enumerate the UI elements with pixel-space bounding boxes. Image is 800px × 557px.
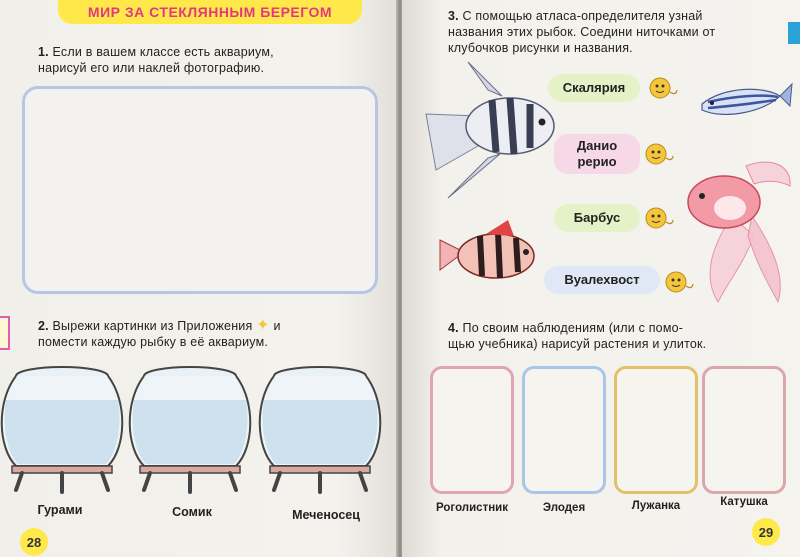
- aquarium-2-icon: [128, 366, 252, 494]
- danio-image[interactable]: [684, 66, 794, 134]
- task-2-text: 2. Вырежи картинки из Приложения ✦ и пом…: [38, 318, 281, 350]
- plant-box-lujanka[interactable]: [614, 366, 698, 494]
- right-page: 3. С помощью атласа-определителя узнай н…: [402, 0, 800, 557]
- plant-box-hornwort[interactable]: [430, 366, 514, 494]
- aquarium-label-gourami: Гурами: [37, 503, 83, 517]
- fish-name-danio-line2: рерио: [577, 154, 617, 169]
- task-3-line3: клубочков рисунки и названия.: [448, 41, 633, 55]
- fish-name-danio-line1: Данио: [576, 138, 618, 153]
- aquarium-2[interactable]: [128, 362, 252, 498]
- plant-label-elodea: Элодея: [542, 502, 586, 514]
- fish-name-barbus[interactable]: Барбус: [554, 204, 640, 232]
- aquarium-1[interactable]: [0, 362, 124, 498]
- plant-label-snail: Катушка: [720, 496, 768, 508]
- task-1-line1: Если в вашем классе есть аквариум,: [52, 45, 274, 59]
- aquarium-label-catfish: Сомик: [172, 505, 212, 519]
- left-page: МИР ЗА СТЕКЛЯННЫМ БЕРЕГОМ 1. Если в ваше…: [0, 0, 398, 557]
- snail-yarn-icon-3[interactable]: [644, 206, 674, 230]
- task-3-text: 3. С помощью атласа-определителя узнай н…: [448, 8, 788, 56]
- plant-box-snail[interactable]: [702, 366, 786, 494]
- plant-box-elodea[interactable]: [522, 366, 606, 494]
- snail-yarn-icon-4[interactable]: [664, 270, 694, 294]
- snail-yarn-icon-2[interactable]: [644, 142, 674, 166]
- task-1-text: 1. Если в вашем классе есть аквариум, на…: [38, 44, 274, 76]
- angelfish-image[interactable]: [418, 60, 558, 200]
- veiltail-image[interactable]: [682, 156, 794, 306]
- task-2-line2: помести каждую рыбку в её аквариум.: [38, 335, 269, 349]
- task-1-number: 1.: [38, 45, 49, 59]
- aquarium-label-swordtail: Меченосец: [292, 508, 360, 522]
- task-4-text: 4. По своим наблюдениям (или с помо- щью…: [448, 320, 788, 352]
- task-3-line2: названия этих рыбок. Соедини ниточками о…: [448, 25, 716, 39]
- snail-yarn-icon-1[interactable]: [648, 76, 678, 100]
- task-4-number: 4.: [448, 321, 459, 335]
- task-2-line1: Вырежи картинки из Приложения: [52, 319, 253, 333]
- corner-bookmark: [788, 22, 800, 44]
- aquarium-1-icon: [0, 366, 124, 494]
- fish-name-danio[interactable]: Данио рерио: [554, 134, 640, 174]
- task-4-line2: щью учебника) нарисуй растения и улиток.: [448, 337, 707, 351]
- task-2-number: 2.: [38, 319, 49, 333]
- aquarium-3-icon: [258, 366, 382, 494]
- chapter-title: МИР ЗА СТЕКЛЯННЫМ БЕРЕГОМ: [58, 0, 362, 24]
- barbus-image[interactable]: [436, 218, 546, 288]
- page-number-left: 28: [20, 528, 48, 556]
- plant-label-lujanka: Лужанка: [631, 500, 681, 512]
- fish-name-scalaria[interactable]: Скалярия: [548, 74, 640, 102]
- task-4-line1: По своим наблюдениям (или с помо-: [462, 321, 684, 335]
- task-3-line1: С помощью атласа-определителя узнай: [462, 9, 703, 23]
- bookmark-tab: [0, 316, 10, 350]
- appendix-star-icon: ✦: [256, 317, 270, 334]
- task-1-line2: нарисуй его или наклей фотографию.: [38, 61, 265, 75]
- fish-name-veiltail[interactable]: Вуалехвост: [544, 266, 660, 294]
- book-spine: [396, 0, 404, 557]
- plant-label-hornwort: Роголистник: [436, 502, 508, 514]
- task-3-number: 3.: [448, 9, 459, 23]
- task-2-line1-end: и: [273, 319, 281, 333]
- page-number-right: 29: [752, 518, 780, 546]
- aquarium-3[interactable]: [258, 362, 382, 498]
- photo-drawing-frame[interactable]: [22, 86, 378, 294]
